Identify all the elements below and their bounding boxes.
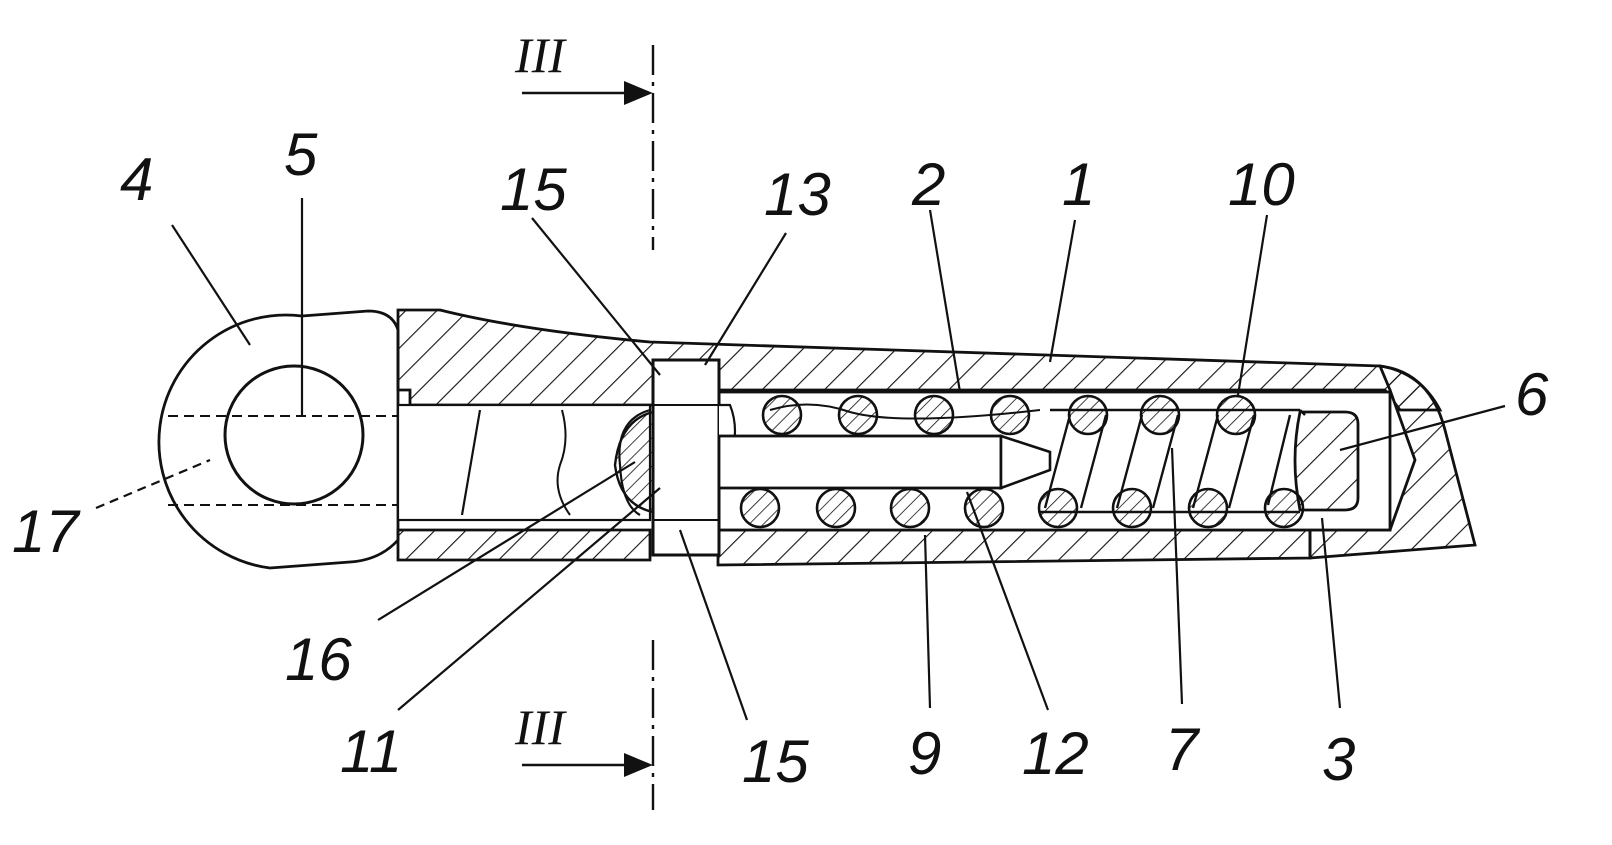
leader-11 — [397, 487, 661, 711]
rod-tip — [999, 434, 1052, 490]
label-15-top: 15 — [500, 156, 567, 223]
housing-lower-wall-right — [716, 528, 1312, 567]
spring-10 — [739, 394, 1305, 529]
label-5: 5 — [284, 121, 318, 188]
coil-bot-1 — [739, 487, 781, 529]
label-7: 7 — [1165, 716, 1201, 783]
leader-15-bottom — [678, 529, 749, 721]
rod-12 — [717, 434, 1003, 490]
coil-top-1 — [761, 394, 803, 436]
coil-bot-3 — [889, 487, 931, 529]
hole-5 — [223, 364, 365, 506]
leader-15-top — [531, 217, 661, 376]
label-15-bottom: 15 — [742, 728, 809, 795]
leader-16 — [377, 461, 636, 621]
sleeve — [396, 403, 652, 522]
housing-lower-wall — [396, 528, 652, 562]
coil-bot-5 — [1037, 487, 1079, 529]
leader-7 — [1170, 447, 1184, 705]
coil-bot-2 — [815, 487, 857, 529]
coil-top-2 — [837, 394, 879, 436]
leader-17 — [95, 458, 211, 510]
leader-4 — [171, 224, 251, 346]
coil-bot-6 — [1111, 487, 1153, 529]
spring-12-wave — [769, 403, 1041, 420]
leader-2 — [928, 209, 962, 393]
coil-bot-7 — [1187, 487, 1229, 529]
section-mark-bottom: III — [514, 699, 567, 755]
label-12: 12 — [1022, 720, 1089, 787]
section-mark-top: III — [514, 27, 567, 83]
label-17: 17 — [12, 498, 81, 565]
sleeve-diag-left — [460, 409, 482, 516]
label-2: 2 — [911, 151, 945, 218]
coil-top-3 — [913, 394, 955, 436]
leader-9 — [923, 534, 932, 709]
label-13: 13 — [764, 161, 831, 228]
leader-13 — [704, 232, 787, 366]
label-16: 16 — [285, 626, 352, 693]
leader-3 — [1320, 517, 1342, 709]
leader-12 — [965, 491, 1050, 711]
coil-bot-4 — [963, 487, 1005, 529]
label-11: 11 — [340, 718, 402, 785]
label-10: 10 — [1228, 151, 1295, 218]
label-3: 3 — [1322, 726, 1355, 793]
piston-collar-15 — [651, 358, 721, 557]
sleeve-break — [556, 409, 571, 516]
label-6: 6 — [1515, 361, 1549, 428]
label-4: 4 — [120, 146, 153, 213]
plunger-6 — [1293, 410, 1360, 512]
label-1: 1 — [1062, 151, 1095, 218]
leader-lines — [95, 198, 1506, 721]
leader-6 — [1339, 404, 1506, 452]
leader-10 — [1236, 214, 1269, 396]
leader-1 — [1048, 219, 1077, 363]
tip-cone — [1388, 389, 1417, 531]
label-9: 9 — [908, 720, 941, 787]
